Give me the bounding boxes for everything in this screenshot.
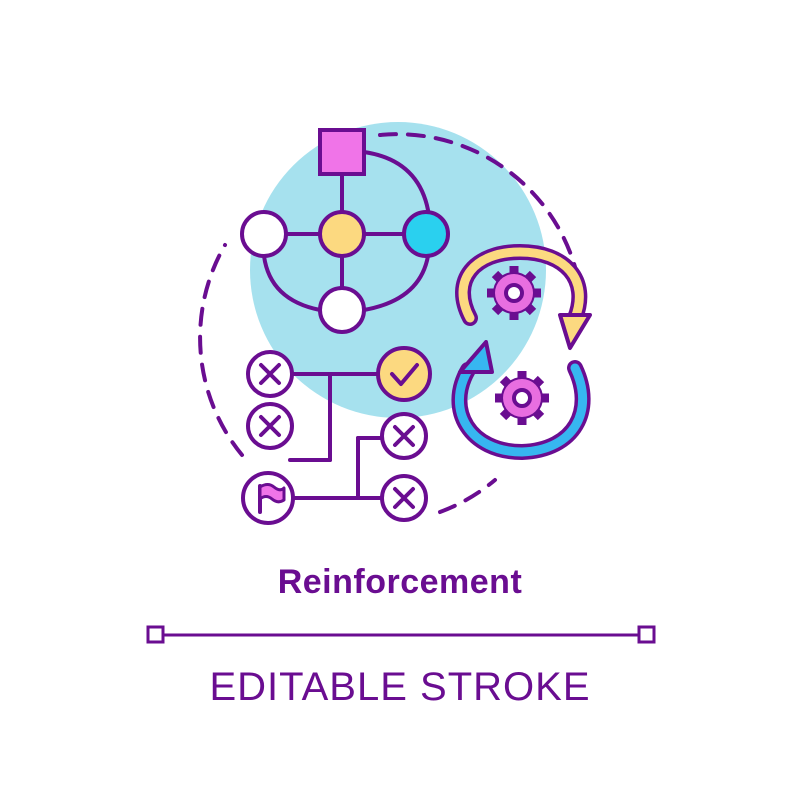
gear-icon xyxy=(495,371,549,425)
background-blob xyxy=(250,122,546,418)
reinforcement-illustration xyxy=(198,122,592,525)
cross-icon xyxy=(246,350,294,398)
cross-icon xyxy=(380,412,428,460)
graph-node-bottom xyxy=(318,286,366,334)
graph-node-right xyxy=(402,210,450,258)
root-square-node xyxy=(318,128,366,176)
cycle-arrows-icon xyxy=(451,243,592,461)
dashed-orbit-bottom xyxy=(438,478,497,514)
cross-icon xyxy=(246,402,294,450)
graph-node-center xyxy=(318,210,366,258)
editable-stroke-caption: EDITABLE STROKE xyxy=(209,665,591,709)
cross-icon xyxy=(380,474,428,522)
stroke-handle-left xyxy=(146,625,165,644)
graph-node-left xyxy=(240,210,288,258)
check-icon xyxy=(376,346,432,402)
gear-icon xyxy=(487,266,541,320)
flag-icon xyxy=(241,471,295,525)
concept-title: Reinforcement xyxy=(277,563,523,601)
decision-tree-lines xyxy=(288,372,384,500)
editable-stroke-line xyxy=(146,625,656,644)
stroke-handle-right xyxy=(637,625,656,644)
graph-connectors xyxy=(262,150,430,312)
dashed-orbit-left xyxy=(198,243,244,457)
